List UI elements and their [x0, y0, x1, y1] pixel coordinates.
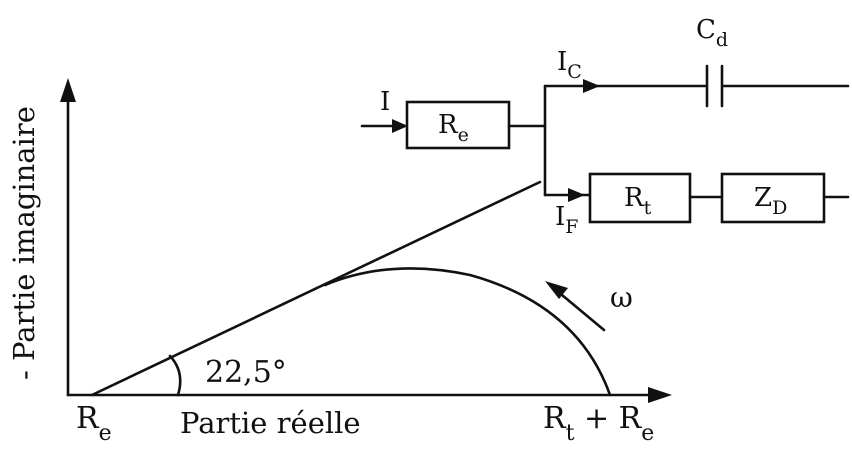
current-if-label: IF [555, 202, 578, 238]
y-axis-arrowhead [60, 78, 76, 102]
omega-arrowhead [545, 281, 568, 299]
resistor-re [405, 100, 511, 150]
angle-arc [168, 354, 182, 397]
omega-arrow-shaft [554, 288, 606, 332]
ic-arrowhead [583, 79, 600, 93]
current-i-label: I [380, 87, 390, 117]
warburg-line [90, 180, 542, 397]
end-label: Rt + Re [543, 401, 654, 446]
x-axis-arrowhead [648, 387, 672, 403]
input-current-arrowhead [392, 119, 408, 133]
resistor-rt [588, 172, 692, 224]
origin-label: Re [76, 401, 112, 446]
axes [60, 78, 672, 403]
omega-label: ω [610, 281, 633, 314]
impedance-zd [720, 172, 826, 224]
equivalent-circuit: I Re IC Cd Rt ZD IF [360, 15, 850, 238]
nyquist-plot [90, 180, 612, 397]
zd-label: ZD [754, 183, 787, 219]
semicircle-arc [323, 267, 612, 397]
if-arrowhead [568, 188, 585, 202]
angle-label: 22,5° [205, 355, 287, 390]
current-ic-label: IC [557, 47, 582, 83]
capacitor-cd-label: Cd [696, 15, 728, 51]
rt-label: Rt [624, 183, 652, 219]
re-label: Re [438, 110, 469, 146]
y-axis-label: - Partie imaginaire [7, 106, 41, 380]
x-axis-label: Partie réelle [180, 406, 361, 440]
